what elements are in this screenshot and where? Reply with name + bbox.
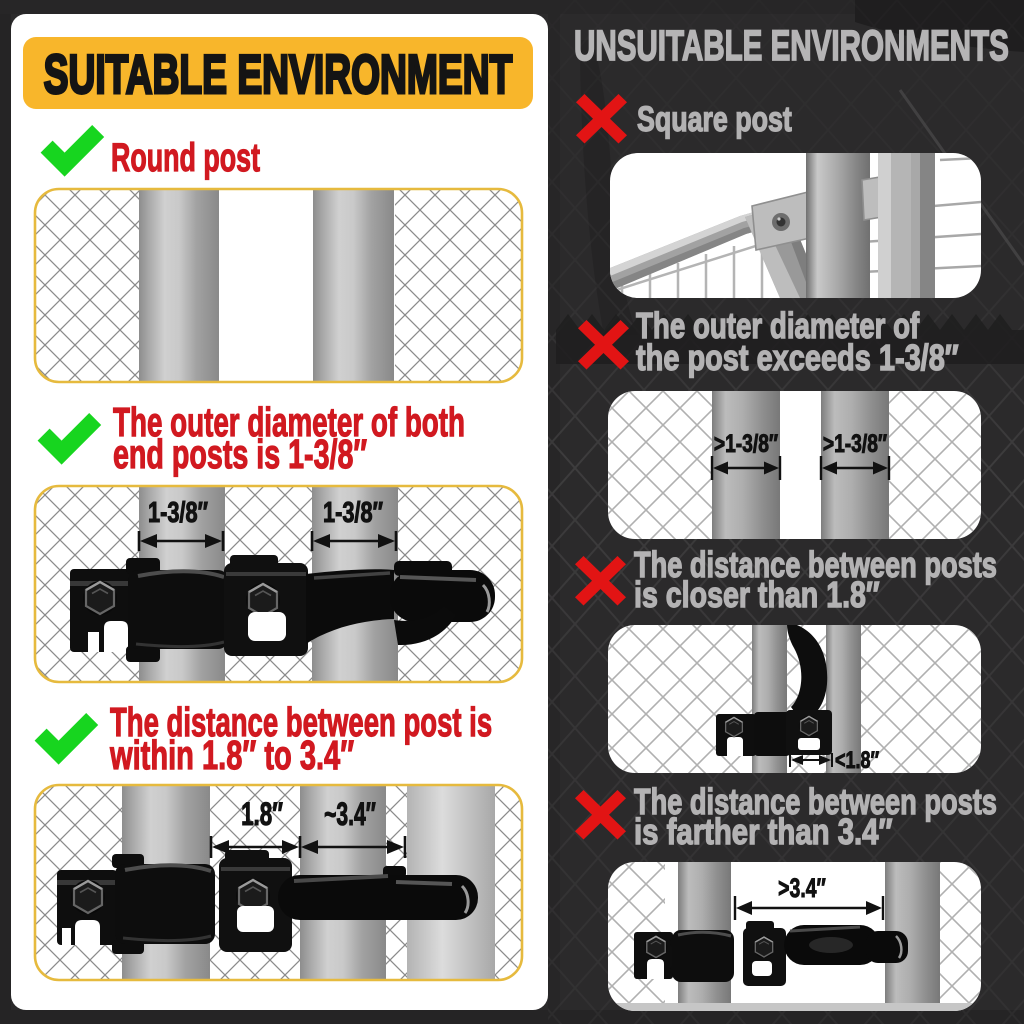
svg-text:UNSUITABLE ENVIRONMENTS: UNSUITABLE ENVIRONMENTS bbox=[574, 22, 1009, 70]
svg-text:Round post: Round post bbox=[111, 136, 260, 181]
svg-text:~3.4″: ~3.4″ bbox=[324, 795, 376, 832]
svg-text:<1.8″: <1.8″ bbox=[835, 748, 879, 774]
svg-text:>1-3/8″: >1-3/8″ bbox=[714, 430, 779, 458]
svg-text:1-3/8″: 1-3/8″ bbox=[323, 497, 383, 529]
svg-text:The outer diameter of both: The outer diameter of both bbox=[113, 400, 465, 446]
svg-text:within 1.8″ to 3.4″: within 1.8″ to 3.4″ bbox=[109, 732, 354, 778]
svg-text:Square post: Square post bbox=[637, 100, 792, 139]
svg-text:The distance between posts: The distance between posts bbox=[634, 544, 997, 585]
svg-text:the post exceeds 1-3/8″: the post exceeds 1-3/8″ bbox=[636, 337, 959, 378]
svg-text:>1-3/8″: >1-3/8″ bbox=[823, 430, 888, 458]
svg-text:SUITABLE ENVIRONMENT: SUITABLE ENVIRONMENT bbox=[44, 43, 513, 105]
svg-text:1-3/8″: 1-3/8″ bbox=[148, 497, 208, 529]
svg-text:>3.4″: >3.4″ bbox=[778, 873, 826, 903]
svg-text:end posts is 1-3/8″: end posts is 1-3/8″ bbox=[113, 432, 367, 477]
svg-text:The distance between posts: The distance between posts bbox=[634, 781, 997, 822]
svg-text:is closer than 1.8″: is closer than 1.8″ bbox=[634, 575, 880, 615]
svg-text:The outer diameter of: The outer diameter of bbox=[636, 306, 920, 346]
svg-text:is farther than 3.4″: is farther than 3.4″ bbox=[634, 811, 893, 852]
svg-text:1.8″: 1.8″ bbox=[241, 796, 283, 832]
svg-text:The distance between post is: The distance between post is bbox=[110, 700, 492, 746]
